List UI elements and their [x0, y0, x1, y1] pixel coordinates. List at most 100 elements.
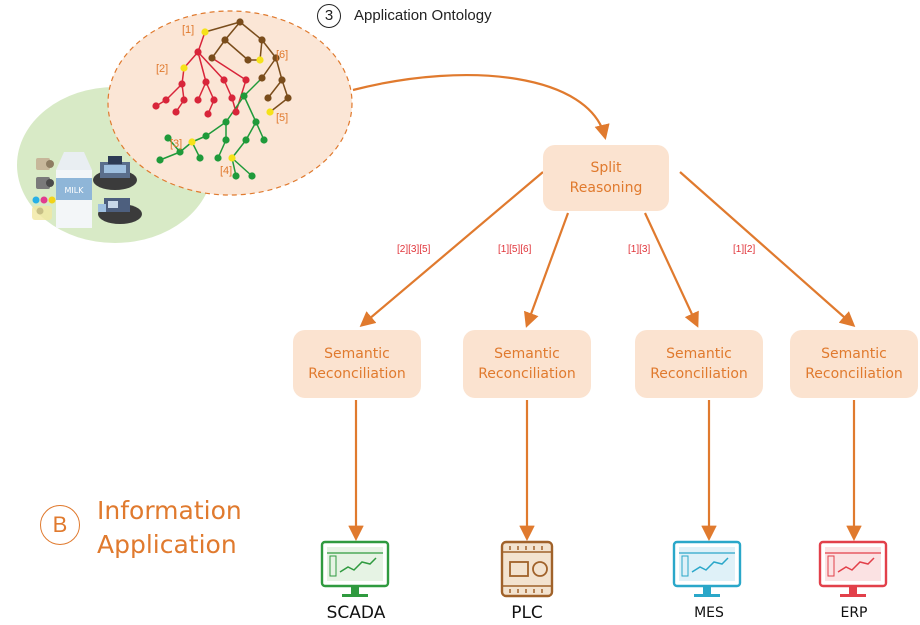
- tree-edge: [269, 97, 289, 113]
- split-reasoning-line2: Reasoning: [569, 180, 643, 196]
- tree-edge: [231, 139, 247, 159]
- tree-node: [258, 74, 266, 82]
- tree-edge: [261, 39, 277, 59]
- packaging-machine-icon: [98, 198, 142, 224]
- tree-edge: [224, 21, 241, 41]
- semantic-reconciliation-box-3: Semantic Reconciliation: [635, 330, 763, 398]
- tree-node: [222, 136, 230, 144]
- factory-illustration: MILK: [32, 152, 142, 228]
- semantic-reconciliation-box-1: Semantic Reconciliation: [293, 330, 421, 398]
- tree-label-2: [2]: [156, 63, 169, 75]
- tree-node: [260, 136, 268, 144]
- reconciliation-2-line1: Semantic: [494, 346, 560, 362]
- device-label-scada: SCADA: [326, 603, 386, 623]
- split-reasoning-line1: Split: [590, 160, 622, 176]
- scada-monitor-icon: [320, 540, 390, 597]
- section-title: Information Application: [97, 494, 242, 562]
- split-to-reconciliation-2-arrow: [524, 212, 570, 328]
- tree-edge: [197, 51, 225, 81]
- tree-edge: [243, 77, 263, 97]
- reconciliation-4-line2: Reconciliation: [805, 366, 903, 382]
- tree-edge: [204, 21, 241, 33]
- tree-edge: [224, 39, 249, 61]
- section-title-line1: Information: [97, 496, 242, 525]
- reconciliation-1-line1: Semantic: [324, 346, 390, 362]
- tree-edge: [211, 57, 247, 81]
- tree-node: [221, 36, 229, 44]
- tree-node: [194, 48, 202, 56]
- ontology-title: Application Ontology: [354, 7, 492, 24]
- tree-node: [196, 154, 204, 162]
- tree-node: [240, 92, 248, 100]
- section-title-line2: Application: [97, 530, 237, 559]
- ontology-to-split-arrow: [352, 73, 610, 140]
- tree-edge: [205, 121, 227, 137]
- semantic-reconciliation-box-2: Semantic Reconciliation: [463, 330, 591, 398]
- plc-device-icon: [500, 540, 554, 598]
- edge-label-2: [1][5][6]: [498, 244, 532, 255]
- tree-edge: [231, 157, 253, 177]
- edge-label-1: [2][3][5]: [397, 244, 431, 255]
- tree-edge: [165, 83, 183, 101]
- tree-label-5: [5]: [276, 112, 289, 124]
- mes-monitor-icon: [672, 540, 742, 597]
- tree-label-6: [6]: [276, 49, 289, 61]
- reconciliation-3-line1: Semantic: [666, 346, 732, 362]
- tree-label-3: [3]: [170, 138, 183, 150]
- tree-node: [252, 118, 260, 126]
- tree-label-4: [4]: [220, 165, 233, 177]
- tree-node: [202, 78, 210, 86]
- tree-node: [284, 94, 292, 102]
- tree-node: [264, 94, 272, 102]
- tree-node: [180, 64, 188, 72]
- device-label-mes: MES: [694, 605, 724, 621]
- tree-node: [178, 80, 186, 88]
- tree-node: [210, 96, 218, 104]
- tree-node: [236, 18, 244, 26]
- tree-node: [164, 134, 172, 142]
- tree-node: [194, 96, 202, 104]
- tree-node: [188, 138, 196, 146]
- tree-node: [214, 154, 222, 162]
- split-to-reconciliation-1-arrow: [359, 171, 544, 327]
- tree-node: [201, 28, 209, 36]
- split-reasoning-box: Split Reasoning: [543, 145, 669, 211]
- split-to-reconciliation-3-arrow: [644, 212, 699, 328]
- tree-node: [228, 154, 236, 162]
- tree-node: [248, 172, 256, 180]
- tree-edge: [197, 51, 207, 83]
- tree-node: [232, 108, 240, 116]
- tree-node: [232, 172, 240, 180]
- milk-carton-icon: MILK: [56, 152, 92, 228]
- erp-monitor-icon: [818, 540, 888, 597]
- tree-node: [202, 132, 210, 140]
- tree-edge: [239, 21, 263, 41]
- section-letter-badge: B: [40, 505, 80, 545]
- tree-edge: [211, 39, 226, 59]
- tree-node: [220, 76, 228, 84]
- tree-node: [162, 96, 170, 104]
- ink-drops-icon: [32, 196, 56, 220]
- edge-label-3: [1][3]: [628, 244, 651, 255]
- reconciliation-3-line2: Reconciliation: [650, 366, 748, 382]
- tree-node: [278, 76, 286, 84]
- ontology-tree: [152, 18, 292, 180]
- tree-node: [242, 136, 250, 144]
- tree-node: [258, 36, 266, 44]
- tree-node: [204, 110, 212, 118]
- printing-machine-icon: [93, 156, 137, 190]
- tree-edge: [267, 79, 283, 99]
- tree-node: [152, 102, 160, 110]
- tree-node: [222, 118, 230, 126]
- device-label-plc: PLC: [511, 603, 543, 623]
- tree-node: [176, 148, 184, 156]
- semantic-reconciliation-box-4: Semantic Reconciliation: [790, 330, 918, 398]
- tree-node: [172, 108, 180, 116]
- tree-node: [272, 54, 280, 62]
- step-number-badge: 3: [317, 4, 341, 28]
- tree-node: [156, 156, 164, 164]
- tree-node: [180, 96, 188, 104]
- tree-node: [266, 108, 274, 116]
- tree-node: [256, 56, 264, 64]
